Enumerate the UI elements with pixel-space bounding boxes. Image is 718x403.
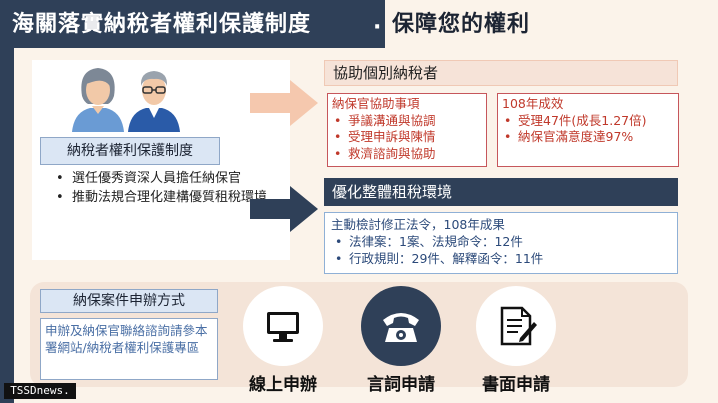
telephone-icon — [383, 313, 419, 342]
optimize-box: 主動檢討修正法令，108年成果 •法律案：1案、法規命令：12件 •行政規則：2… — [324, 212, 678, 274]
list-item: •受理47件(成長1.27倍) — [504, 112, 647, 128]
watermark: TSSDnews. — [4, 383, 76, 399]
page-subtitle: 保障您的權利 — [392, 12, 531, 37]
left-panel-list: •選任優秀資深人員擔任納保官 •推動法規合理化建構優質租稅環境 — [56, 170, 286, 208]
phone-method — [361, 286, 441, 366]
female-avatar-icon — [68, 62, 128, 132]
left-panel-title: 納稅者權利保護制度 — [40, 137, 220, 165]
method-label: 書面申請 — [482, 375, 550, 395]
arrow-right-icon — [250, 186, 320, 236]
online-method — [243, 286, 323, 366]
arrow-right-icon — [250, 80, 320, 130]
assist-box-services: 納保官協助事項 •爭議溝通與協調 •受理申訴與陳情 •救濟諮詢與協助 — [327, 93, 487, 167]
list-item: •選任優秀資深人員擔任納保官 — [56, 171, 242, 186]
title-separator: · — [373, 15, 382, 40]
assist-box-results: 108年成效 •受理47件(成長1.27倍) •納保官滿意度達97% — [497, 93, 679, 167]
optimize-heading: 優化整體租稅環境 — [324, 178, 678, 206]
method-label: 言詞申請 — [367, 375, 435, 395]
list-item: •法律案：1案、法規命令：12件 — [335, 234, 523, 249]
list-item: •推動法規合理化建構優質租稅環境 — [56, 190, 268, 205]
optimize-intro: 主動檢討修正法令，108年成果 — [331, 217, 505, 232]
left-accent-bar — [0, 0, 14, 403]
written-method — [476, 286, 556, 366]
male-avatar-icon — [124, 62, 184, 132]
page-title: 海關落實納稅者權利保護制度 — [12, 12, 312, 37]
list-item: •行政規則：29件、解釋函令：11件 — [335, 251, 544, 266]
monitor-icon — [267, 312, 299, 342]
assist-box-title: 納保官協助事項 — [332, 96, 420, 111]
list-item: •受理申訴與陳情 — [334, 129, 436, 144]
list-item: •救濟諮詢與協助 — [334, 145, 436, 161]
method-label: 線上申辦 — [249, 375, 317, 395]
apply-title: 納保案件申辦方式 — [40, 289, 218, 313]
apply-description: 申辦及納保官聯絡諮詢請參本署網站/納稅者權利保護專區 — [40, 318, 218, 380]
list-item: •納保官滿意度達97% — [504, 129, 634, 144]
assist-heading: 協助個別納稅者 — [324, 60, 678, 86]
document-icon — [500, 306, 537, 346]
list-item: •爭議溝通與協調 — [334, 112, 436, 128]
title-bar — [0, 0, 385, 48]
assist-box-title: 108年成效 — [502, 96, 564, 111]
